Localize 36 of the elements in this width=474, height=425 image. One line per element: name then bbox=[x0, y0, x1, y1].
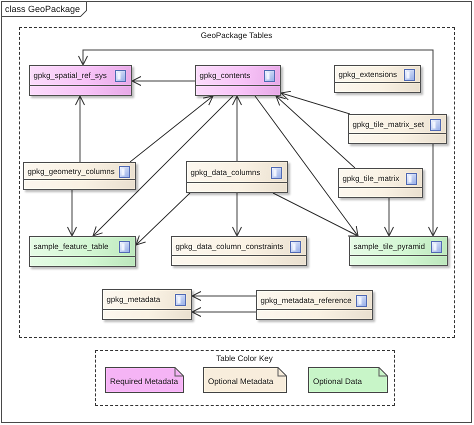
class-box bbox=[170, 236, 306, 266]
class-box bbox=[334, 64, 420, 92]
association-arrow bbox=[232, 192, 242, 236]
legend-label: Optional Metadata bbox=[208, 377, 274, 387]
legend-label: Required Metadata bbox=[110, 377, 178, 387]
association-arrow bbox=[75, 96, 85, 162]
frame-name-tab: class GeoPackage bbox=[2, 2, 87, 17]
association-arrow bbox=[136, 192, 190, 246]
association-arrow bbox=[67, 190, 77, 236]
association-arrow bbox=[428, 144, 438, 236]
class-box bbox=[28, 236, 136, 266]
association-arrow bbox=[280, 90, 350, 114]
legend-label: Optional Data bbox=[313, 377, 362, 387]
class-box bbox=[102, 288, 192, 320]
association-arrow bbox=[192, 307, 256, 317]
package-title: GeoPackage Tables bbox=[200, 30, 272, 40]
association-arrow bbox=[130, 96, 214, 162]
class-box bbox=[348, 236, 448, 266]
association-arrow bbox=[384, 198, 394, 236]
association-arrow bbox=[78, 50, 434, 114]
class-box bbox=[186, 160, 288, 192]
class-box bbox=[338, 168, 422, 198]
package-boundary bbox=[18, 26, 454, 338]
association-arrow bbox=[276, 96, 356, 168]
class-box bbox=[348, 114, 446, 144]
class-box bbox=[256, 290, 372, 320]
legend-title: Table Color Key bbox=[216, 354, 273, 364]
association-arrow bbox=[132, 76, 196, 86]
class-box bbox=[194, 64, 280, 96]
association-arrow bbox=[232, 96, 242, 162]
class-box bbox=[28, 64, 132, 96]
association-arrow bbox=[254, 96, 358, 236]
association-arrow bbox=[192, 291, 256, 301]
class-box bbox=[22, 162, 136, 190]
association-arrow bbox=[272, 192, 358, 236]
association-arrow bbox=[92, 96, 234, 236]
